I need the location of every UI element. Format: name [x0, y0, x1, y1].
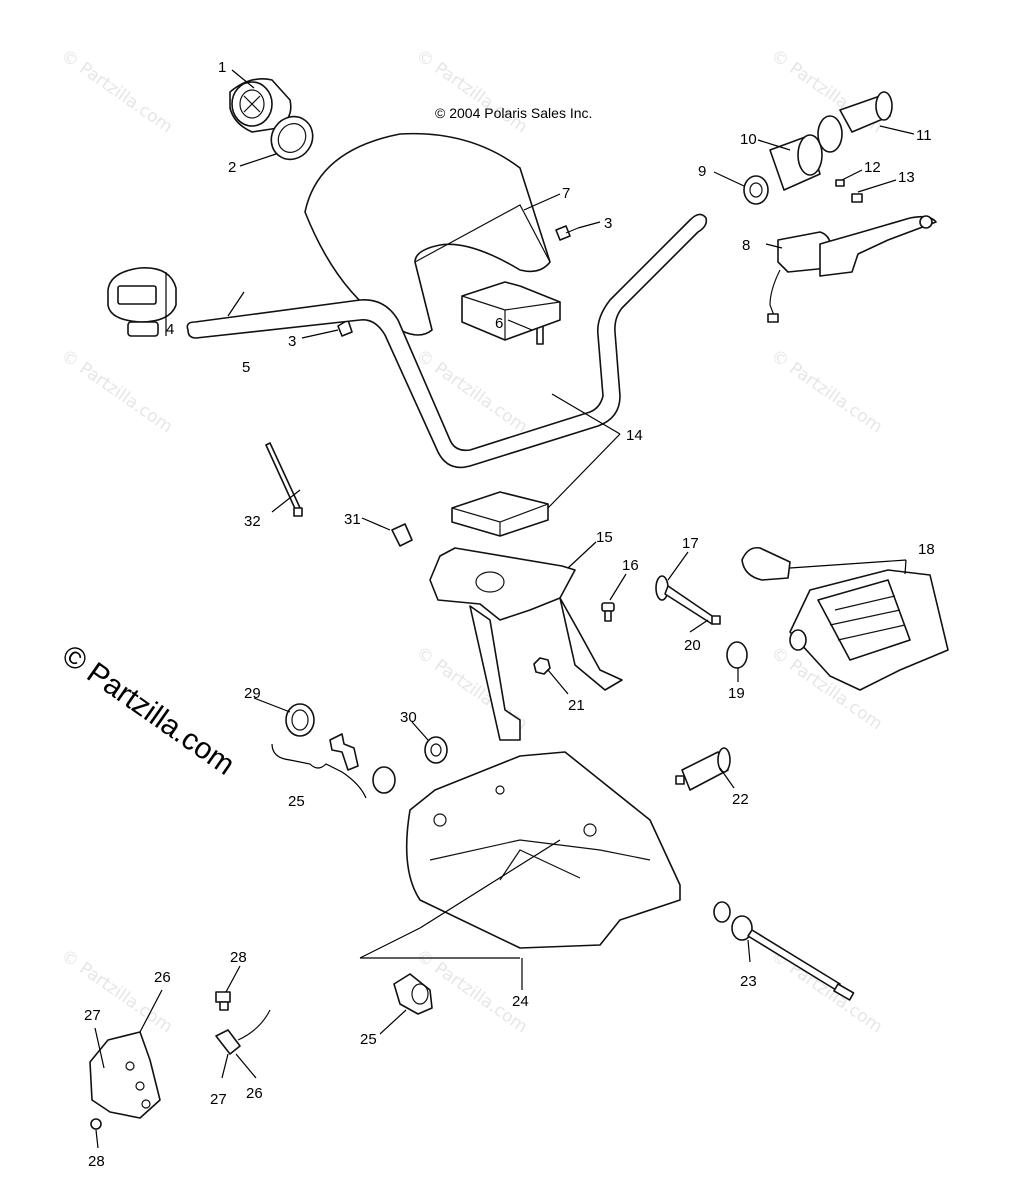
callout-25: 25	[360, 1031, 377, 1048]
part-14-lower-clamp	[451, 491, 549, 537]
callout-12: 12	[864, 159, 881, 176]
callout-27: 27	[84, 1007, 101, 1024]
watermark: © Partzilla.com	[57, 46, 176, 138]
callout-4: 4	[166, 321, 174, 338]
part-25-key	[329, 733, 359, 771]
part-9-washer	[743, 175, 769, 205]
part-4-switch	[107, 267, 177, 337]
callout-30: 30	[400, 709, 417, 726]
part-3-screw-upper	[555, 225, 579, 241]
part-16-screw	[601, 602, 615, 622]
callout-15: 15	[596, 529, 613, 546]
callout-18: 18	[918, 541, 935, 558]
part-19-oring	[726, 641, 748, 669]
part-32-cable-tie	[265, 442, 303, 517]
callout-26: 26	[246, 1085, 263, 1102]
callout-19: 19	[728, 685, 745, 702]
part-31-clip	[391, 523, 413, 547]
leader-lines	[94, 69, 915, 1149]
part-11-grip	[817, 91, 893, 153]
callout-26: 26	[154, 969, 171, 986]
callout-10: 10	[740, 131, 757, 148]
watermark: © Partzilla.com	[57, 346, 176, 438]
part-23-cable	[713, 901, 855, 1001]
part-21-nut	[533, 657, 551, 675]
part-18-headlight	[741, 546, 949, 691]
callout-5: 5	[242, 359, 250, 376]
callout-32: 32	[244, 513, 261, 530]
callout-27: 27	[210, 1091, 227, 1108]
callout-6: 6	[495, 315, 503, 332]
part-1-grommet	[229, 78, 292, 133]
callout-3: 3	[604, 215, 612, 232]
part-2-ring	[270, 115, 314, 161]
callout-3: 3	[288, 333, 296, 350]
callout-14: 14	[626, 427, 643, 444]
callout-20: 20	[684, 637, 701, 654]
part-28-bolt	[215, 991, 231, 1011]
part-25-connector	[393, 973, 433, 1015]
callout-13: 13	[898, 169, 915, 186]
callout-11: 11	[916, 127, 932, 144]
part-15-bracket	[429, 547, 623, 741]
part-5-handlebar	[186, 213, 708, 469]
watermark: © Partzilla.com	[412, 46, 531, 138]
callout-29: 29	[244, 685, 261, 702]
callout-21: 21	[568, 697, 585, 714]
part-29-cap	[285, 703, 315, 737]
part-12-13-screws	[835, 179, 863, 203]
part-26-sensor-small	[215, 1009, 271, 1055]
copyright-notice: © 2004 Polaris Sales Inc.	[435, 105, 592, 121]
part-8-master-cylinder	[767, 215, 937, 323]
part-30-grommet	[424, 736, 448, 764]
callout-8: 8	[742, 237, 750, 254]
callout-16: 16	[622, 557, 639, 574]
watermark: © Partzilla.com	[767, 346, 886, 438]
part-26-sensor	[89, 1031, 161, 1130]
callout-28: 28	[88, 1153, 105, 1170]
callout-labels: 1 2 3 3 4 5 6 7 8 9 10 11 12 13 14 15 16…	[84, 59, 935, 1170]
callout-1: 1	[218, 59, 226, 76]
callout-22: 22	[732, 791, 749, 808]
watermark: © Partzilla.com	[57, 946, 176, 1038]
callout-24: 24	[512, 993, 529, 1010]
callout-17: 17	[682, 535, 699, 552]
partzilla-watermark: © Partzilla.com	[56, 639, 241, 782]
callout-28: 28	[230, 949, 247, 966]
part-25-nut	[372, 766, 396, 794]
callout-25: 25	[288, 793, 305, 810]
part-22-socket	[675, 747, 731, 791]
callout-2: 2	[228, 159, 236, 176]
callout-23: 23	[740, 973, 757, 990]
part-17-20-bolt	[655, 575, 721, 625]
part-10-throttle	[769, 134, 823, 191]
callout-7: 7	[562, 185, 570, 202]
callout-31: 31	[344, 511, 361, 528]
callout-9: 9	[698, 163, 706, 180]
part-14-upper-clamp	[461, 281, 561, 341]
